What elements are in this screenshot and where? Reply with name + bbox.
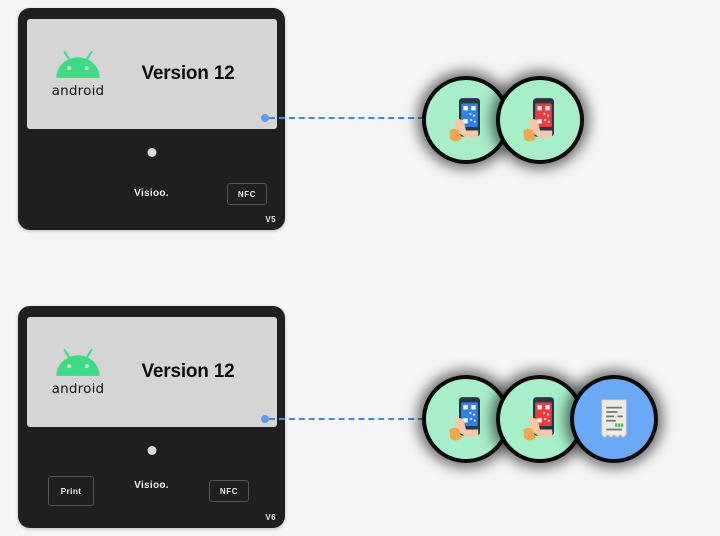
brand-logo-v6: Visioo. — [134, 480, 169, 491]
hand-phone-blue-qr-glyph — [449, 98, 480, 142]
print-button-v6[interactable]: Print — [48, 476, 94, 506]
receipt-invoice-glyph — [601, 399, 627, 438]
receipt-invoice-icon[interactable] — [574, 379, 654, 459]
icon-group-v6 — [426, 379, 654, 459]
hand-phone-blue-qr-glyph — [449, 397, 480, 441]
connector-dot-v5 — [261, 114, 269, 122]
version-label-v6: Version 12 — [141, 361, 235, 382]
hand-phone-blue-qr-icon[interactable] — [426, 379, 506, 459]
connector-v5 — [261, 113, 424, 123]
android-brand-block: android — [41, 50, 115, 99]
version-tag-v5: V5 — [265, 215, 276, 224]
connector-line-v6 — [269, 418, 424, 420]
hand-phone-red-qr-glyph — [523, 397, 554, 441]
home-indicator-dot-v6[interactable] — [147, 446, 156, 455]
android-brand-block-v6: android — [41, 348, 115, 397]
connector-v6 — [261, 414, 424, 424]
home-indicator-dot-v5[interactable] — [147, 148, 156, 157]
version-label-v5: Version 12 — [141, 63, 235, 84]
android-wordmark: android — [51, 380, 105, 397]
nfc-button-v5[interactable]: NFC — [227, 183, 267, 205]
device-screen-v5: android Version 12 — [27, 19, 277, 129]
brand-logo-v5: Visioo. — [134, 188, 169, 199]
icon-group-v5 — [426, 80, 580, 160]
hand-phone-blue-qr-icon[interactable] — [426, 80, 506, 160]
hand-phone-red-qr-icon[interactable] — [500, 80, 580, 160]
device-screen-v6: android Version 12 — [27, 317, 277, 427]
device-panel-v6[interactable]: android Version 12 Print Visioo. NFC V6 — [18, 306, 285, 528]
hand-phone-red-qr-glyph — [523, 98, 554, 142]
device-panel-v5[interactable]: android Version 12 Visioo. NFC V5 — [18, 8, 285, 230]
android-wordmark: android — [51, 82, 105, 99]
version-tag-v6: V6 — [265, 513, 276, 522]
nfc-button-v6[interactable]: NFC — [209, 480, 249, 502]
connector-dot-v6 — [261, 415, 269, 423]
hand-phone-red-qr-icon[interactable] — [500, 379, 580, 459]
connector-line-v5 — [269, 117, 424, 119]
android-robot-icon — [56, 50, 100, 78]
android-robot-icon — [56, 348, 100, 376]
